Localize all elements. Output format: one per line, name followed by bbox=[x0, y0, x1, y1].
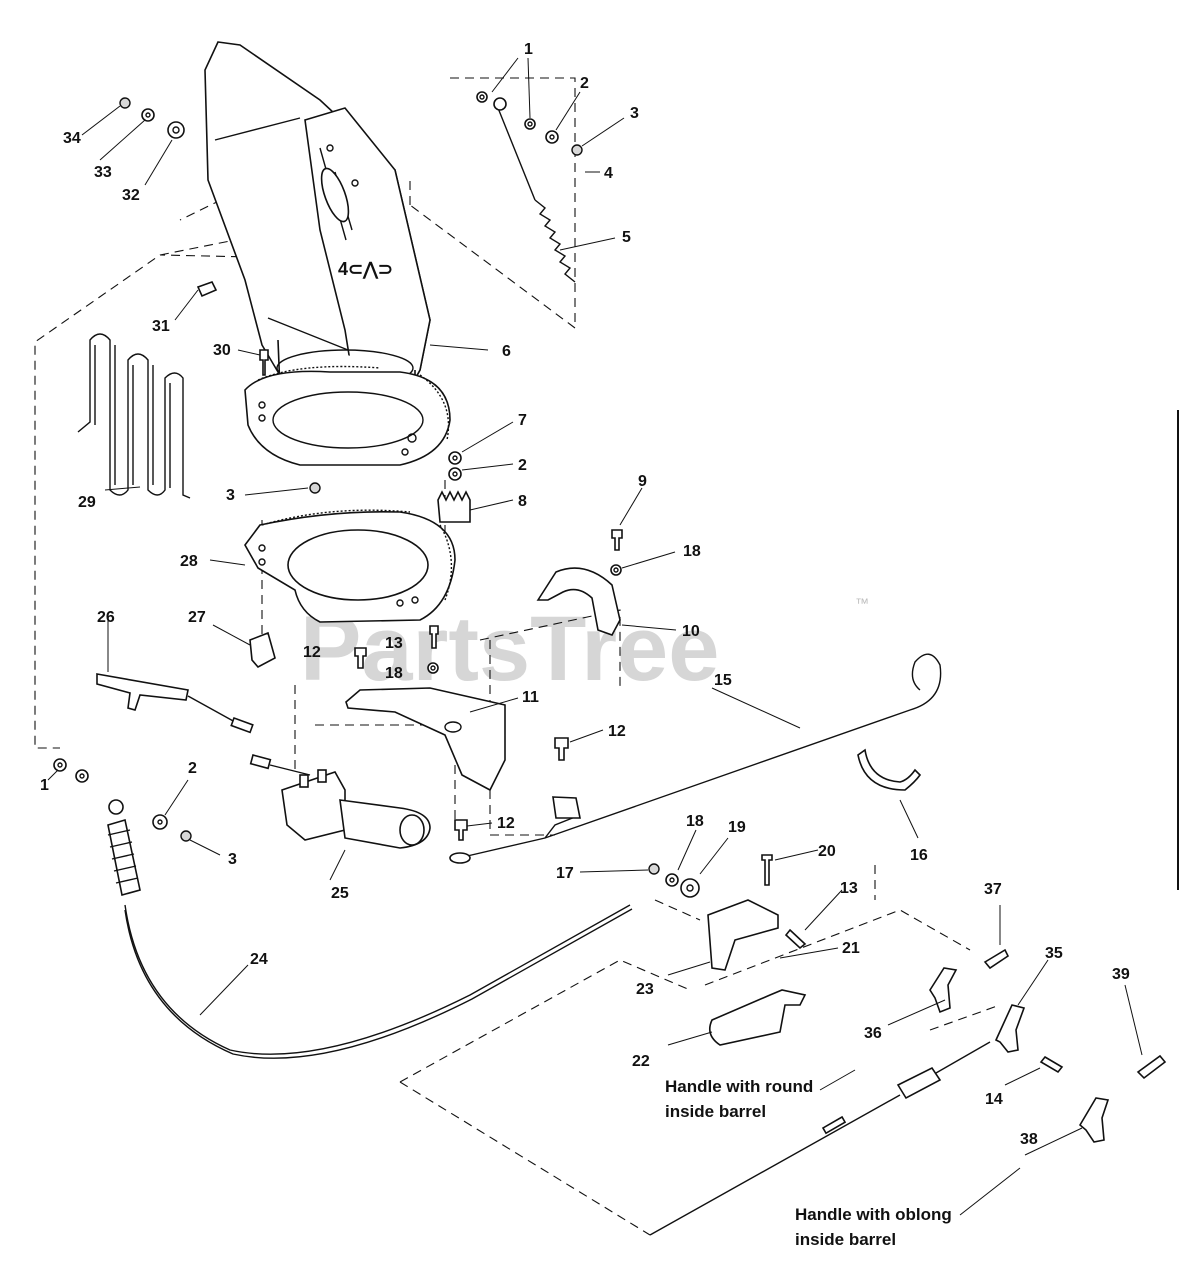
chute-base-ring bbox=[244, 365, 451, 466]
watermark-tm: ™ bbox=[855, 595, 869, 611]
callout-2: 2 bbox=[580, 75, 589, 92]
pinion-gear bbox=[437, 490, 471, 523]
callout-9: 9 bbox=[638, 473, 647, 490]
callout-16: 16 bbox=[910, 847, 928, 864]
note-round-line2: inside barrel bbox=[665, 1102, 766, 1121]
handle-35 bbox=[994, 1004, 1026, 1053]
callout-27: 27 bbox=[188, 609, 206, 626]
callout-30: 30 bbox=[213, 342, 231, 359]
motor bbox=[249, 754, 431, 849]
callout-2: 2 bbox=[188, 760, 197, 777]
clamp-bracket bbox=[536, 567, 621, 636]
angle-bracket bbox=[709, 989, 807, 1046]
mounting-plate-hole bbox=[444, 721, 462, 733]
note-oblong-line1: Handle with oblong bbox=[795, 1205, 952, 1224]
callout-25: 25 bbox=[331, 885, 349, 902]
callout-33: 33 bbox=[94, 164, 112, 181]
callout-15: 15 bbox=[714, 672, 732, 689]
callout-3: 3 bbox=[228, 851, 237, 868]
callout-35: 35 bbox=[1045, 945, 1063, 962]
gear-plate bbox=[244, 509, 456, 623]
callout-7: 7 bbox=[518, 412, 527, 429]
callout-8: 8 bbox=[518, 493, 527, 510]
callout-3: 3 bbox=[226, 487, 235, 504]
callout-34: 34 bbox=[63, 130, 81, 147]
callout-5: 5 bbox=[622, 229, 631, 246]
mounting-plate bbox=[345, 687, 506, 792]
leader-lines bbox=[47, 57, 1143, 1216]
hook-clip bbox=[857, 748, 922, 791]
callouts: 1 1 1 2 2 2 3 3 3 4 5 6 7 8 9 10 11 12 1… bbox=[40, 41, 1130, 1148]
cable-end bbox=[96, 673, 254, 734]
callout-39: 39 bbox=[1112, 966, 1130, 983]
callout-28: 28 bbox=[180, 553, 198, 570]
callout-4: 4 bbox=[604, 165, 613, 182]
handle-oblong bbox=[1078, 1097, 1110, 1143]
hardware bbox=[53, 91, 1167, 1080]
callout-10: 10 bbox=[682, 623, 700, 640]
callout-1: 1 bbox=[524, 41, 533, 58]
callout-1: 1 bbox=[40, 777, 49, 794]
note-oblong-line2: inside barrel bbox=[795, 1230, 896, 1249]
latch-bracket bbox=[707, 899, 779, 971]
note-round-line1: Handle with round bbox=[665, 1077, 813, 1096]
callout-31: 31 bbox=[152, 318, 170, 335]
callout-26: 26 bbox=[97, 609, 115, 626]
callout-18: 18 bbox=[385, 665, 403, 682]
callout-17: 17 bbox=[556, 865, 574, 882]
callout-22: 22 bbox=[632, 1053, 650, 1070]
callout-12: 12 bbox=[497, 815, 515, 832]
control-rod bbox=[449, 653, 942, 864]
callout-32: 32 bbox=[122, 187, 140, 204]
callout-13: 13 bbox=[840, 880, 858, 897]
control-cable bbox=[107, 799, 633, 1059]
callout-12: 12 bbox=[608, 723, 626, 740]
handle-round bbox=[929, 967, 958, 1014]
callout-21: 21 bbox=[842, 940, 860, 957]
callout-18: 18 bbox=[686, 813, 704, 830]
callout-19: 19 bbox=[728, 819, 746, 836]
callout-29: 29 bbox=[78, 494, 96, 511]
handle-cable bbox=[649, 1041, 991, 1236]
svg-text:4⊂⋀⊃: 4⊂⋀⊃ bbox=[338, 259, 393, 279]
callout-3: 3 bbox=[630, 105, 639, 122]
callout-24: 24 bbox=[250, 951, 268, 968]
small-clip bbox=[249, 631, 276, 669]
callout-36: 36 bbox=[864, 1025, 882, 1042]
callout-23: 23 bbox=[636, 981, 654, 998]
callout-11: 11 bbox=[522, 689, 539, 706]
callout-38: 38 bbox=[1020, 1131, 1038, 1148]
wire-handle bbox=[77, 333, 191, 499]
callout-2: 2 bbox=[518, 457, 527, 474]
callout-37: 37 bbox=[984, 881, 1002, 898]
callout-20: 20 bbox=[818, 843, 836, 860]
spring-rod bbox=[493, 97, 576, 283]
callout-6: 6 bbox=[502, 343, 511, 360]
callout-12: 12 bbox=[303, 644, 321, 661]
callout-18: 18 bbox=[683, 543, 701, 560]
callout-13: 13 bbox=[385, 635, 403, 652]
callout-14: 14 bbox=[985, 1091, 1003, 1108]
notes: Handle with round inside barrel Handle w… bbox=[665, 1077, 952, 1249]
